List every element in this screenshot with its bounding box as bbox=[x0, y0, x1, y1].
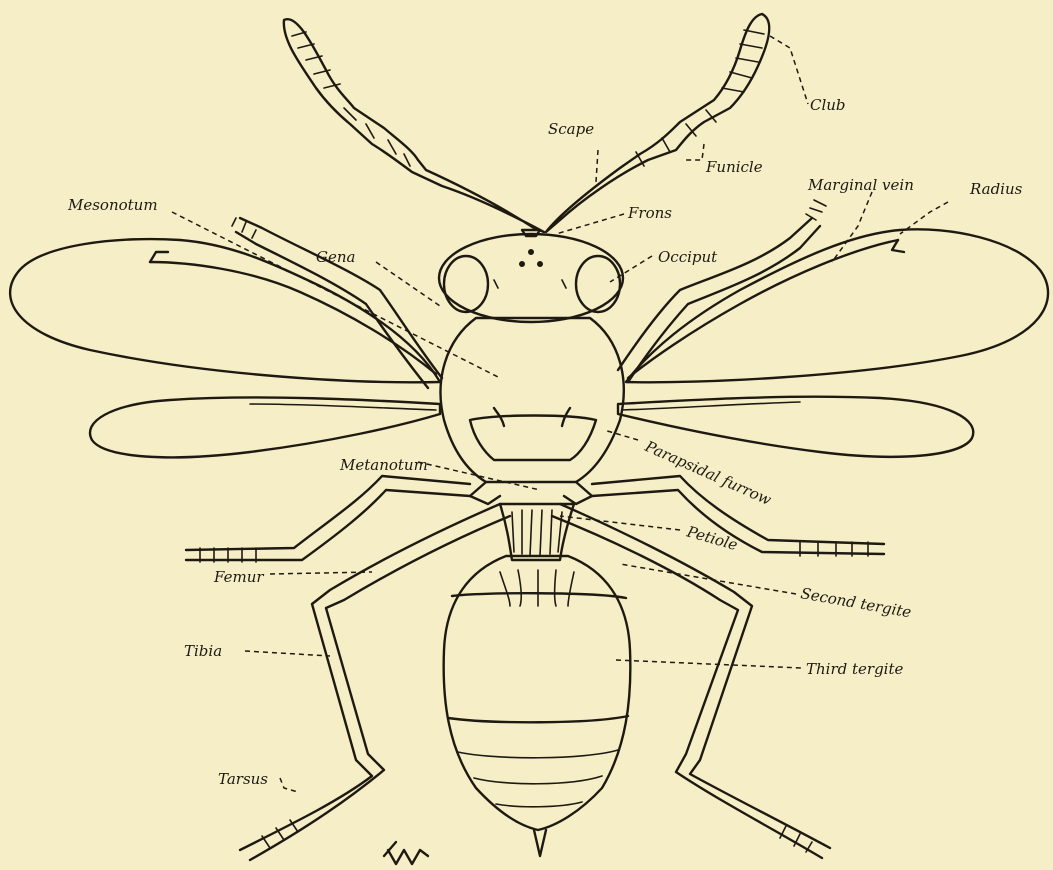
label-funicle: Funicle bbox=[705, 158, 763, 176]
label-parapsidal-furrow: Parapsidal furrow bbox=[641, 437, 774, 509]
label-mesonotum: Mesonotum bbox=[67, 196, 158, 214]
labels: Club Scape Funicle Mesonotum Frons Margi… bbox=[67, 96, 1023, 788]
leader-lines bbox=[172, 36, 948, 792]
label-second-tergite: Second tergite bbox=[799, 584, 913, 621]
left-hind-leg bbox=[240, 504, 510, 860]
label-radius: Radius bbox=[969, 180, 1023, 198]
left-hindwing bbox=[90, 397, 440, 457]
gaster bbox=[444, 556, 631, 856]
label-femur: Femur bbox=[213, 568, 264, 586]
label-frons: Frons bbox=[627, 204, 672, 222]
left-front-leg bbox=[232, 218, 442, 388]
left-forewing bbox=[10, 239, 440, 382]
label-tibia: Tibia bbox=[184, 642, 222, 660]
petiole bbox=[500, 504, 574, 560]
label-gena: Gena bbox=[316, 248, 355, 266]
left-mid-leg bbox=[186, 476, 470, 562]
thorax bbox=[441, 318, 624, 504]
label-tarsus: Tarsus bbox=[218, 770, 268, 788]
left-antenna bbox=[284, 19, 544, 232]
label-metanotum: Metanotum bbox=[339, 456, 428, 474]
label-marginal-vein: Marginal vein bbox=[807, 176, 914, 194]
head bbox=[439, 230, 623, 322]
right-hind-leg bbox=[552, 504, 830, 858]
label-club: Club bbox=[810, 96, 846, 114]
label-third-tergite: Third tergite bbox=[806, 660, 904, 678]
artist-monogram: W bbox=[384, 842, 451, 870]
label-petiole: Petiole bbox=[684, 522, 740, 554]
label-scape: Scape bbox=[548, 120, 594, 138]
label-occiput: Occiput bbox=[658, 248, 718, 266]
